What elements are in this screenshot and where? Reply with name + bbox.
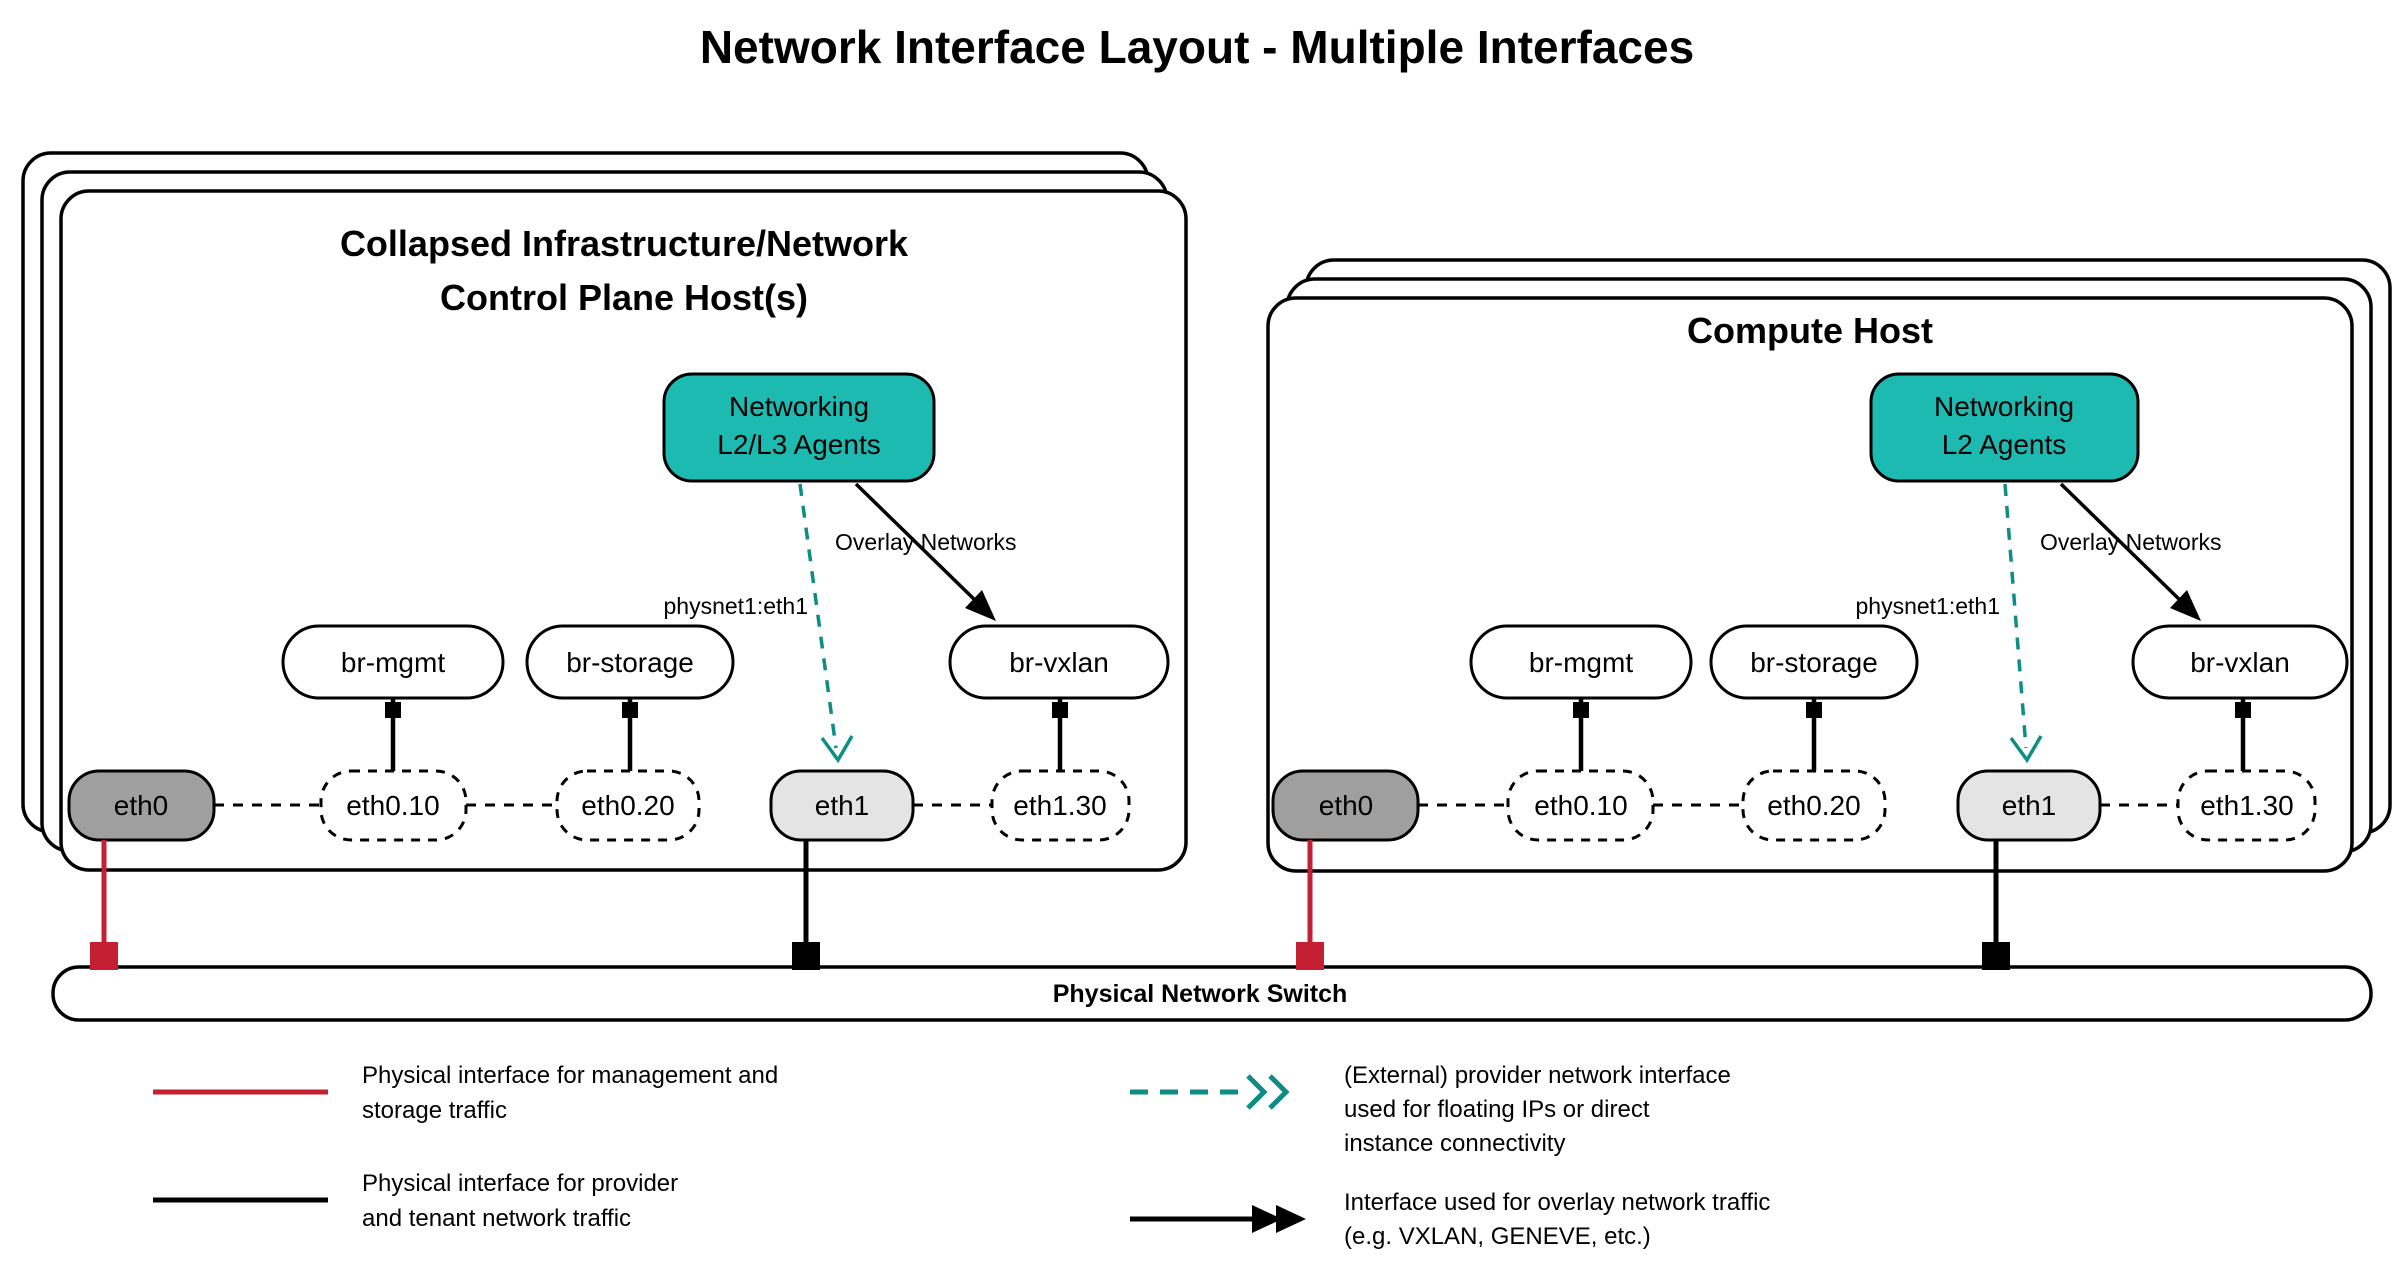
legend-provider-text-line2: and tenant network traffic	[362, 1205, 631, 1232]
provider-arrowhead-icon	[820, 735, 854, 764]
iface-eth0-20	[555, 769, 701, 842]
legend-external-text-line1: (External) provider network interface	[1344, 1062, 1731, 1089]
iface-eth1-30-label: eth1.30	[2200, 790, 2293, 821]
legend-overlay-text-line1: Interface used for overlay network traff…	[1344, 1189, 1770, 1216]
switch-label: Physical Network Switch	[1053, 980, 1348, 1008]
iface-eth1	[1956, 769, 2102, 842]
legend-provider-text-line1: Physical interface for provider	[362, 1170, 678, 1197]
iface-eth0-label: eth0	[114, 790, 169, 821]
bridge-br-vxlan-label: br-vxlan	[1009, 647, 1109, 678]
legend-overlay-text-line2: (e.g. VXLAN, GENEVE, etc.)	[1344, 1223, 1651, 1250]
legend-external-text-line3: instance connectivity	[1344, 1130, 1565, 1157]
switch-bar	[51, 965, 2373, 1022]
bridge-br-mgmt-label: br-mgmt	[341, 647, 445, 678]
physnet-label: physnet1:eth1	[1855, 593, 2000, 619]
connector-nub	[1573, 702, 1589, 718]
iface-eth0-10	[1506, 769, 1655, 842]
connector-nub	[622, 702, 638, 718]
connector-nub	[2235, 702, 2251, 718]
legend-external-chevron-icon	[1268, 1074, 1290, 1110]
connector-nub	[385, 702, 401, 718]
overlay-arrowhead-icon	[965, 590, 996, 621]
legend-overlay-arrowhead-icon	[1276, 1205, 1306, 1233]
agents-label-line1: Networking	[1934, 391, 2074, 422]
iface-eth0-10	[319, 769, 468, 842]
overlay-arrow	[2059, 482, 2185, 605]
host-title-line2: Control Plane Host(s)	[440, 277, 808, 318]
iface-eth1-30	[2176, 769, 2317, 842]
agents-box	[1869, 372, 2140, 483]
legend-external-text-line2: used for floating IPs or direct	[1344, 1096, 1650, 1123]
physical-network-switch: Physical Network Switch	[51, 942, 2373, 1022]
iface-eth1-30	[990, 769, 1131, 842]
iface-eth0-10-label: eth0.10	[1534, 790, 1627, 821]
connector-nub	[1052, 702, 1068, 718]
overlay-arrow	[854, 482, 980, 605]
switch-port-provider	[1982, 942, 2010, 970]
agents-label-line2: L2/L3 Agents	[717, 429, 880, 460]
switch-port-provider	[792, 942, 820, 970]
iface-eth0-label: eth0	[1319, 790, 1374, 821]
host-title-line1: Compute Host	[1687, 310, 1933, 351]
legend-overlay-arrowhead-icon	[1252, 1205, 1282, 1233]
physnet-label: physnet1:eth1	[663, 593, 808, 619]
overlay-networks-label: Overlay Networks	[2040, 529, 2221, 555]
switch-port-mgmt	[90, 942, 118, 970]
connector-nub	[1806, 702, 1822, 718]
control-plane-host: Collapsed Infrastructure/Network Control…	[21, 151, 1188, 960]
iface-eth0-10-label: eth0.10	[346, 790, 439, 821]
provider-dashed-arrow	[2003, 483, 2028, 749]
diagram-title: Network Interface Layout - Multiple Inte…	[700, 21, 1694, 73]
bridge-br-mgmt-label: br-mgmt	[1529, 647, 1633, 678]
iface-eth0-20-label: eth0.20	[581, 790, 674, 821]
legend-mgmt-text-line1: Physical interface for management and	[362, 1062, 778, 1089]
iface-eth1	[769, 769, 915, 842]
bridge-br-storage-label: br-storage	[566, 647, 694, 678]
iface-eth0-20-label: eth0.20	[1767, 790, 1860, 821]
bridge-br-storage-label: br-storage	[1750, 647, 1878, 678]
iface-eth1-label: eth1	[815, 790, 870, 821]
host-title-line1: Collapsed Infrastructure/Network	[340, 223, 909, 264]
legend-mgmt-text-line2: storage traffic	[362, 1097, 507, 1124]
bridge-br-vxlan-label: br-vxlan	[2190, 647, 2290, 678]
provider-arrowhead-icon	[2009, 735, 2043, 764]
agents-label-line2: L2 Agents	[1942, 429, 2067, 460]
iface-eth0	[67, 769, 216, 842]
provider-dashed-arrow	[798, 483, 838, 749]
iface-eth0-20	[1741, 769, 1887, 842]
overlay-networks-label: Overlay Networks	[835, 529, 1016, 555]
iface-eth1-label: eth1	[2002, 790, 2057, 821]
host-stack-layer-front	[59, 189, 1188, 872]
switch-port-mgmt	[1296, 942, 1324, 970]
legend-external-chevron-icon	[1246, 1074, 1268, 1110]
legend: Physical interface for management and st…	[153, 1062, 1770, 1250]
overlay-arrowhead-icon	[2170, 590, 2201, 621]
bridge-br-vxlan	[2131, 624, 2349, 700]
compute-host: Compute Host Networking L2 Agents Overla…	[1266, 258, 2392, 960]
iface-eth0	[1271, 769, 1420, 842]
agents-label-line1: Networking	[729, 391, 869, 422]
iface-eth1-30-label: eth1.30	[1013, 790, 1106, 821]
agents-box	[662, 372, 936, 483]
